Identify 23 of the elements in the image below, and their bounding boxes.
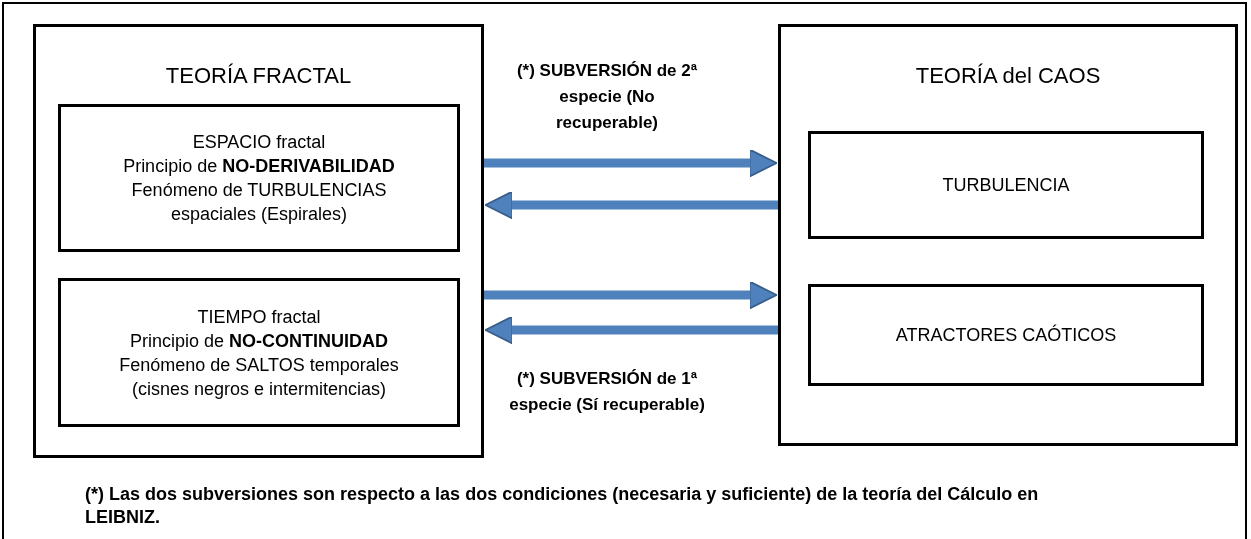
concept-box [808, 284, 1204, 386]
concept-box [58, 104, 460, 252]
box-text: Fenómeno de SALTOS temporales (cisnes negros e intermitencias) [118, 353, 400, 401]
theory-panel [778, 24, 1238, 446]
box-text: TURBULENCIA [941, 174, 1071, 197]
block-arrow [484, 190, 778, 220]
block-arrow [484, 315, 778, 345]
footnote: (*) Las dos subversiones son respecto a las dos condiciones (necesaria y suficiente) de la teoría del Cálculo en LEIBNIZ. [85, 483, 1040, 529]
block-arrow [484, 148, 778, 178]
block-arrow [484, 280, 778, 310]
concept-box [808, 131, 1204, 239]
box-text: Principio de NO-CONTINUIDAD [128, 329, 390, 353]
annotation-text: (*) SUBVERSIÓN de 2ª especie (No recuperable) [515, 60, 699, 134]
theory-panel [33, 24, 484, 458]
box-text: Fenómeno de TURBULENCIAS espaciales (Espirales) [130, 179, 388, 226]
concept-box [58, 278, 460, 427]
box-text: TIEMPO fractal [196, 305, 322, 329]
box-text: ATRACTORES CAÓTICOS [894, 323, 1118, 347]
box-text: Principio de NO-DERIVABILIDAD [122, 155, 396, 178]
panel-heading: TEORÍA del CAOS [915, 63, 1101, 89]
annotation-text: (*) SUBVERSIÓN de 1ª especie (Sí recuperable) [508, 368, 706, 416]
box-text: ESPACIO fractal [191, 131, 327, 154]
panel-heading: TEORÍA FRACTAL [165, 63, 352, 89]
